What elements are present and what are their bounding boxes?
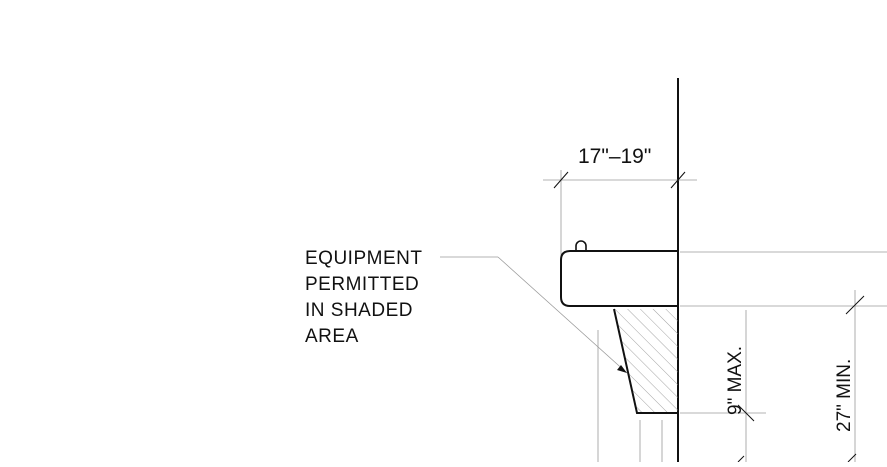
- knee-depth-dimension: 9" MAX.: [680, 310, 766, 463]
- clearance-dimension-label: 27" MIN.: [834, 359, 855, 432]
- clearance-tick-top: [845, 295, 865, 315]
- note-leader: [440, 256, 628, 374]
- knee-dimension-label: 9" MAX.: [725, 346, 746, 415]
- knee-tick-bottom: [737, 455, 745, 463]
- bubbler-spout: [575, 240, 587, 251]
- equipment-note: EQUIPMENT PERMITTED IN SHADED AREA: [305, 248, 422, 347]
- note-line-3: IN SHADED: [305, 300, 413, 321]
- fountain-basin: [560, 240, 678, 307]
- width-dimension-label: 17"–19": [578, 145, 651, 168]
- clearance-tick-bottom: [847, 453, 857, 463]
- knee-tick: [737, 404, 755, 422]
- note-line-4: AREA: [305, 326, 359, 347]
- width-dimension: 17"–19": [543, 145, 697, 262]
- note-line-2: PERMITTED: [305, 274, 419, 295]
- clearance-height-dimension: 27" MIN.: [834, 290, 865, 463]
- note-line-1: EQUIPMENT: [305, 248, 422, 269]
- width-tick-right: [670, 171, 686, 189]
- equipment-envelope: [613, 308, 678, 414]
- leader-arrowhead: [617, 365, 627, 373]
- width-tick-left: [553, 171, 569, 189]
- shaded-equipment-area: [614, 309, 678, 413]
- basin-outline: [560, 250, 678, 307]
- leader-segment-diagonal: [497, 256, 628, 374]
